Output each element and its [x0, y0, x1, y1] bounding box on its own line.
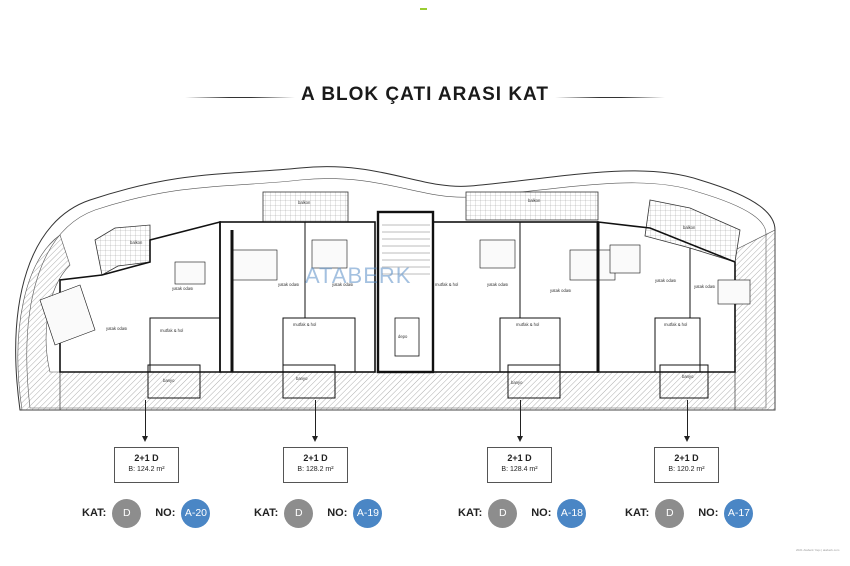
unit-number-badge[interactable]: A-18	[557, 498, 587, 528]
no-label: NO:	[327, 507, 348, 519]
balcony-label-19: balkon	[298, 200, 311, 205]
bedroom-label-18a: yatak odası	[487, 282, 508, 287]
bedroom-label-18b: yatak odası	[550, 288, 571, 293]
bedroom-label-17a: yatak odası	[655, 278, 676, 283]
unit-number-badge[interactable]: A-17	[724, 498, 754, 528]
unit-tag-row-a17: KAT: D NO: A-17	[625, 498, 754, 528]
arrow-19	[315, 400, 316, 436]
floor-badge[interactable]: D	[655, 498, 685, 528]
unit-number-badge[interactable]: A-19	[353, 498, 383, 528]
no-label: NO:	[531, 507, 552, 519]
floor-badge[interactable]: D	[112, 498, 142, 528]
unit-type: 2+1 D	[303, 453, 328, 463]
arrow-head-18	[517, 436, 523, 442]
floor-plan: balkon balkon balkon balkon yatak odası …	[15, 166, 776, 411]
balcony-label-20: balkon	[130, 240, 143, 245]
roof-outline	[15, 166, 776, 411]
arrow-20	[145, 400, 146, 436]
unit-card-a17[interactable]: 2+1 D B: 120.2 m²	[654, 447, 719, 483]
unit-tag-row-a19: KAT: D NO: A-19	[254, 498, 383, 528]
unit-area: B: 128.4 m²	[501, 466, 538, 473]
roof-hatch-left	[17, 234, 71, 411]
kat-label: KAT:	[625, 507, 650, 519]
stair-core	[376, 210, 435, 374]
unit-type: 2+1 D	[507, 453, 532, 463]
arrow-18	[520, 400, 521, 436]
title-rule-left	[185, 97, 295, 98]
page-header: A BLOK ÇATI ARASI KAT	[0, 84, 850, 110]
page-title: A BLOK ÇATI ARASI KAT	[301, 84, 549, 105]
roof-hatch-bottom	[59, 371, 736, 411]
bath-label-18: banyo	[511, 380, 523, 385]
unit-area: B: 120.2 m²	[668, 466, 705, 473]
floor-badge[interactable]: D	[488, 498, 518, 528]
kitchen-label-20: mutfak & hol	[160, 328, 183, 333]
kat-label: KAT:	[458, 507, 483, 519]
footer-note: 2021 Ataberk Yapı | ataberk.com	[796, 548, 840, 552]
no-label: NO:	[155, 507, 176, 519]
arrow-head-19	[312, 436, 318, 442]
bedroom-label-19b: yatak odası	[332, 282, 353, 287]
arrow-17	[687, 400, 688, 436]
kitchen-label-18a: mutfak & hol	[435, 282, 458, 287]
unit-number-badge[interactable]: A-20	[181, 498, 211, 528]
bedroom-label-17b: yatak odası	[694, 284, 715, 289]
bath-label-20: banyo	[163, 378, 175, 383]
unit-card-a18[interactable]: 2+1 D B: 128.4 m²	[487, 447, 552, 483]
bath-label-17: banyo	[682, 374, 694, 379]
unit-tag-row-a18: KAT: D NO: A-18	[458, 498, 587, 528]
bath-label-19: banyo	[296, 376, 308, 381]
unit-18-walls	[432, 221, 616, 399]
kat-label: KAT:	[82, 507, 107, 519]
unit-card-a19[interactable]: 2+1 D B: 128.2 m²	[283, 447, 348, 483]
kat-label: KAT:	[254, 507, 279, 519]
floor-badge[interactable]: D	[284, 498, 314, 528]
unit-type: 2+1 D	[674, 453, 699, 463]
storage-label: depo	[398, 334, 408, 339]
balcony-label-18: balkon	[528, 198, 541, 203]
no-label: NO:	[698, 507, 719, 519]
unit-area: B: 128.2 m²	[297, 466, 334, 473]
watermark-text: ATABERK	[305, 263, 411, 288]
kitchen-label-19: mutfak & hol	[293, 322, 316, 327]
unit-19-walls	[219, 221, 376, 399]
unit-card-a20[interactable]: 2+1 D B: 124.2 m²	[114, 447, 179, 483]
kitchen-label-17: mutfak & hol	[664, 322, 687, 327]
unit-tag-row-a20: KAT: D NO: A-20	[82, 498, 211, 528]
bedroom-label-20a: yatak odası	[106, 326, 127, 331]
unit-area: B: 124.2 m²	[128, 466, 165, 473]
bedroom-label-19a: yatak odası	[278, 282, 299, 287]
arrow-head-20	[142, 436, 148, 442]
roof-hatch-right	[734, 229, 776, 411]
arrow-head-17	[684, 436, 690, 442]
kitchen-label-18b: mutfak & hol	[516, 322, 539, 327]
unit-17-walls	[597, 221, 751, 399]
title-rule-right	[555, 97, 665, 98]
unit-type: 2+1 D	[134, 453, 159, 463]
balcony-label-17: balkon	[683, 225, 696, 230]
top-mark	[420, 8, 427, 10]
bedroom-label-20b: yatak odası	[172, 286, 193, 291]
